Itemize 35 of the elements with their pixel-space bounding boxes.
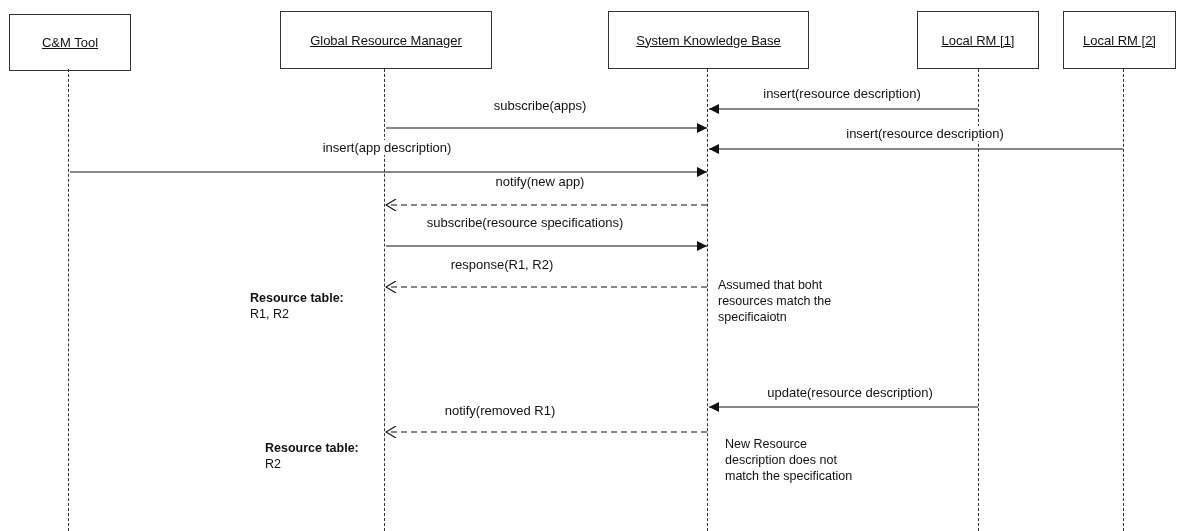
message-arrow xyxy=(385,123,708,133)
participant-name: Local RM [1] xyxy=(941,32,1015,48)
message-label: insert(resource description) xyxy=(844,126,1006,141)
message-label: subscribe(resource specifications) xyxy=(424,215,626,230)
participant-box xyxy=(608,11,809,69)
message-arrow xyxy=(708,144,1124,154)
participant-box xyxy=(280,11,492,69)
return-message-arrow xyxy=(385,425,708,439)
lifeline xyxy=(68,69,70,531)
message-arrow xyxy=(69,167,708,177)
participant-box xyxy=(917,11,1039,69)
participant-box xyxy=(1063,11,1176,69)
note-text: Resource table: R2 xyxy=(265,440,360,472)
participant-name: System Knowledge Base xyxy=(636,32,781,48)
lifeline xyxy=(1123,69,1125,531)
participant-name: Global Resource Manager xyxy=(310,32,462,48)
message-arrow xyxy=(708,402,979,412)
message-arrow xyxy=(708,104,979,114)
participant-box xyxy=(9,14,131,71)
message-label: response(R1, R2) xyxy=(448,257,556,272)
return-message-arrow xyxy=(385,198,708,212)
message-arrow xyxy=(385,241,708,251)
message-label: update(resource description) xyxy=(765,385,935,400)
note-text: New Resource description does not match the specification xyxy=(725,436,854,484)
note-text: Assumed that boht resources match the specificaiotn xyxy=(718,277,833,325)
message-label: insert(app description) xyxy=(320,140,454,155)
participant-name: C&M Tool xyxy=(41,35,99,50)
return-message-arrow xyxy=(385,280,708,294)
message-label: notify(new app) xyxy=(493,174,587,189)
message-label: notify(removed R1) xyxy=(442,403,558,418)
lifeline xyxy=(707,69,709,531)
participant-name: Local RM [2] xyxy=(1083,32,1156,48)
message-label: insert(resource description) xyxy=(761,86,923,101)
message-label: subscribe(apps) xyxy=(491,98,589,113)
note-text: Resource table: R1, R2 xyxy=(250,290,345,322)
